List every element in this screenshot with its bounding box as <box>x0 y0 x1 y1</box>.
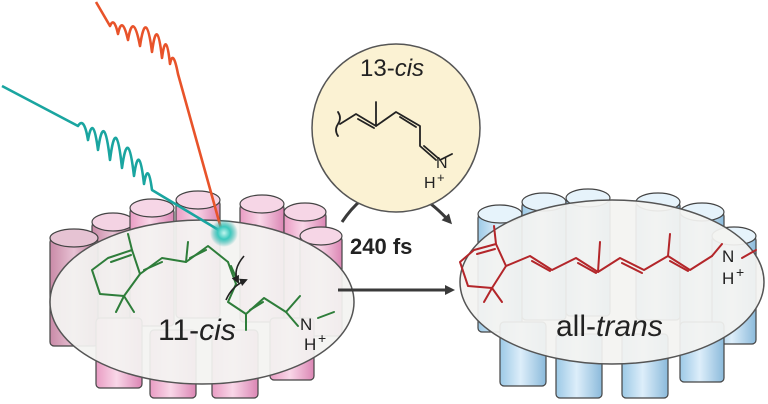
chromophore-13-cis <box>335 101 453 161</box>
chromophore-all-trans <box>459 225 757 303</box>
rotation-arrows <box>225 255 248 301</box>
nh-right-plus: + <box>736 264 744 280</box>
nh-left-plus: + <box>318 330 326 346</box>
left-binding-pocket <box>49 219 355 385</box>
pump-pulse <box>94 1 224 233</box>
nh-mid-plus: + <box>437 170 445 185</box>
nh-mid-n: N <box>436 155 448 172</box>
right-binding-pocket <box>459 199 765 365</box>
intermediate-13-cis-circle <box>311 43 481 213</box>
nh-left-h: H <box>304 335 316 354</box>
label-all-trans: all-trans <box>556 310 663 343</box>
time-label: 240 fs <box>350 234 412 259</box>
chromophore-11-cis <box>91 233 335 331</box>
nh-right-h: H <box>722 269 734 288</box>
label-13-cis: 13-cis <box>360 55 424 82</box>
probe-pulse <box>1 84 223 234</box>
label-11-cis: 11-cis <box>158 314 236 347</box>
excitation-spot <box>210 219 238 247</box>
nh-mid-h: H <box>424 175 436 192</box>
nh-right-n: N <box>722 247 734 266</box>
nh-left-n: N <box>300 315 312 334</box>
